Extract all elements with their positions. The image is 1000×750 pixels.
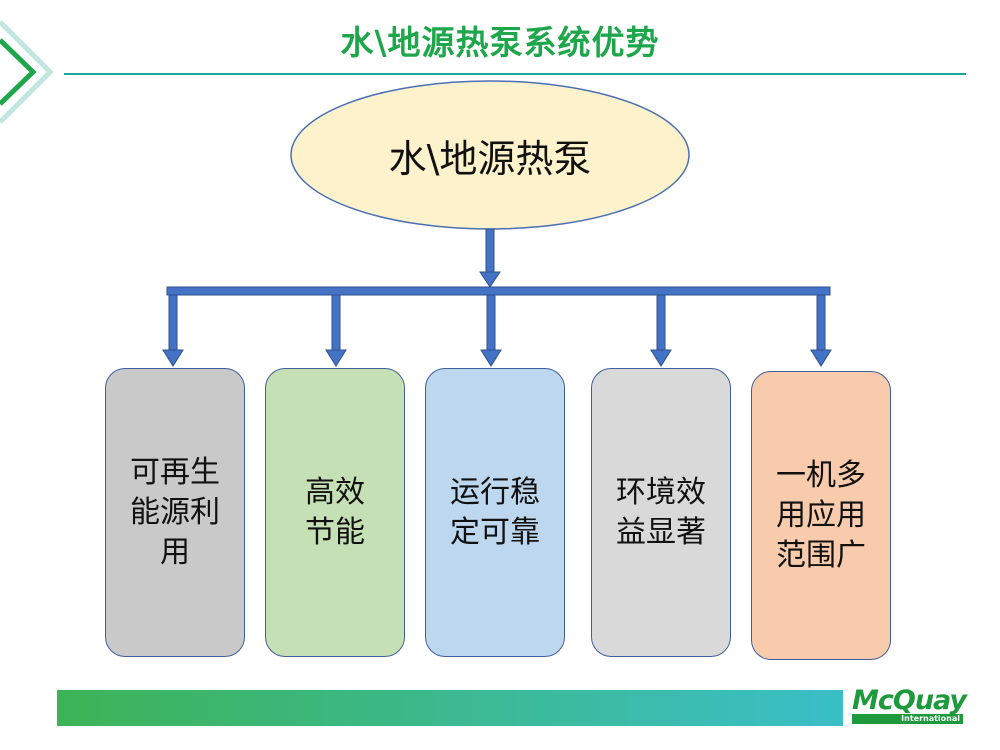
down-arrow-head	[650, 349, 672, 367]
down-arrow-shaft	[816, 294, 826, 352]
box-reliable-operation: 运行稳 定可靠	[425, 368, 565, 657]
corner-chevron-decoration	[0, 20, 54, 124]
box-renewable-energy: 可再生 能源利 用	[105, 368, 245, 657]
down-arrow-head	[810, 349, 832, 367]
box-environmental-benefit: 环境效 益显著	[591, 368, 731, 657]
down-arrow-shaft	[486, 294, 496, 352]
down-arrow-head	[325, 349, 347, 367]
footer-gradient-bar	[57, 690, 843, 726]
page-title: 水\地源热泵系统优势	[340, 23, 660, 62]
down-arrow-shaft	[331, 294, 341, 352]
down-arrow-head	[480, 349, 502, 367]
down-arrow-shaft	[656, 294, 666, 352]
mcquay-logo: McQuay International	[852, 685, 967, 724]
title-divider	[64, 73, 966, 75]
box-energy-efficiency: 高效 节能	[265, 368, 405, 657]
down-arrow-head	[162, 349, 184, 367]
box-multi-purpose: 一机多 用应用 范围广	[751, 371, 891, 660]
root-node-label: 水\地源热泵	[388, 136, 592, 181]
down-arrow-shaft	[168, 294, 178, 352]
